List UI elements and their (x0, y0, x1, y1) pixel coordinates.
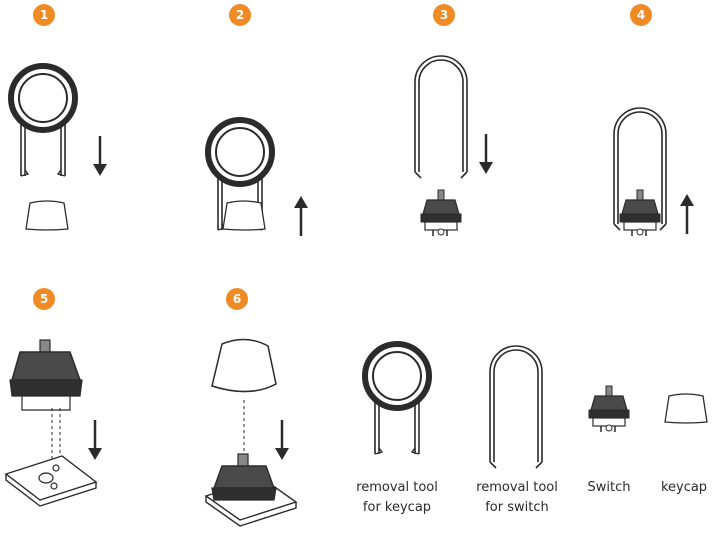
legend-wire-switch-puller-icon (489, 345, 543, 469)
switch-icon (420, 189, 462, 237)
switch-on-plate-icon (204, 453, 298, 527)
arrow-down-icon (91, 134, 109, 178)
keycap-large-icon (211, 338, 277, 393)
keycap-icon (222, 200, 266, 231)
label-keycap: keycap (660, 480, 708, 495)
arrow-down-icon (86, 418, 104, 462)
label-switch-removal-tool: removal tool for switch (476, 480, 558, 515)
label-switch: Switch (587, 480, 631, 495)
arrow-down-icon (477, 132, 495, 176)
legend-switch-icon (588, 385, 630, 433)
step-badge-5: 5 (33, 288, 55, 310)
legend-ring-keycap-puller-icon (365, 344, 429, 454)
step-badge-1: 1 (33, 4, 55, 26)
switch-large-icon (9, 339, 83, 411)
ring-keycap-puller-icon (11, 66, 75, 176)
step-badge-3: 3 (433, 4, 455, 26)
arrow-up-icon (678, 192, 696, 236)
arrow-down-icon (273, 418, 291, 462)
legend-keycap-icon (664, 393, 708, 424)
plate-icon (4, 455, 98, 507)
wire-switch-puller-icon (414, 55, 468, 179)
label-keycap-removal-tool: removal tool for keycap (356, 480, 438, 515)
keycap-icon (25, 200, 69, 231)
step-badge-6: 6 (226, 288, 248, 310)
step-badge-2: 2 (229, 4, 251, 26)
step-badge-4: 4 (630, 4, 652, 26)
switch-icon (619, 189, 661, 237)
arrow-up-icon (292, 194, 310, 238)
